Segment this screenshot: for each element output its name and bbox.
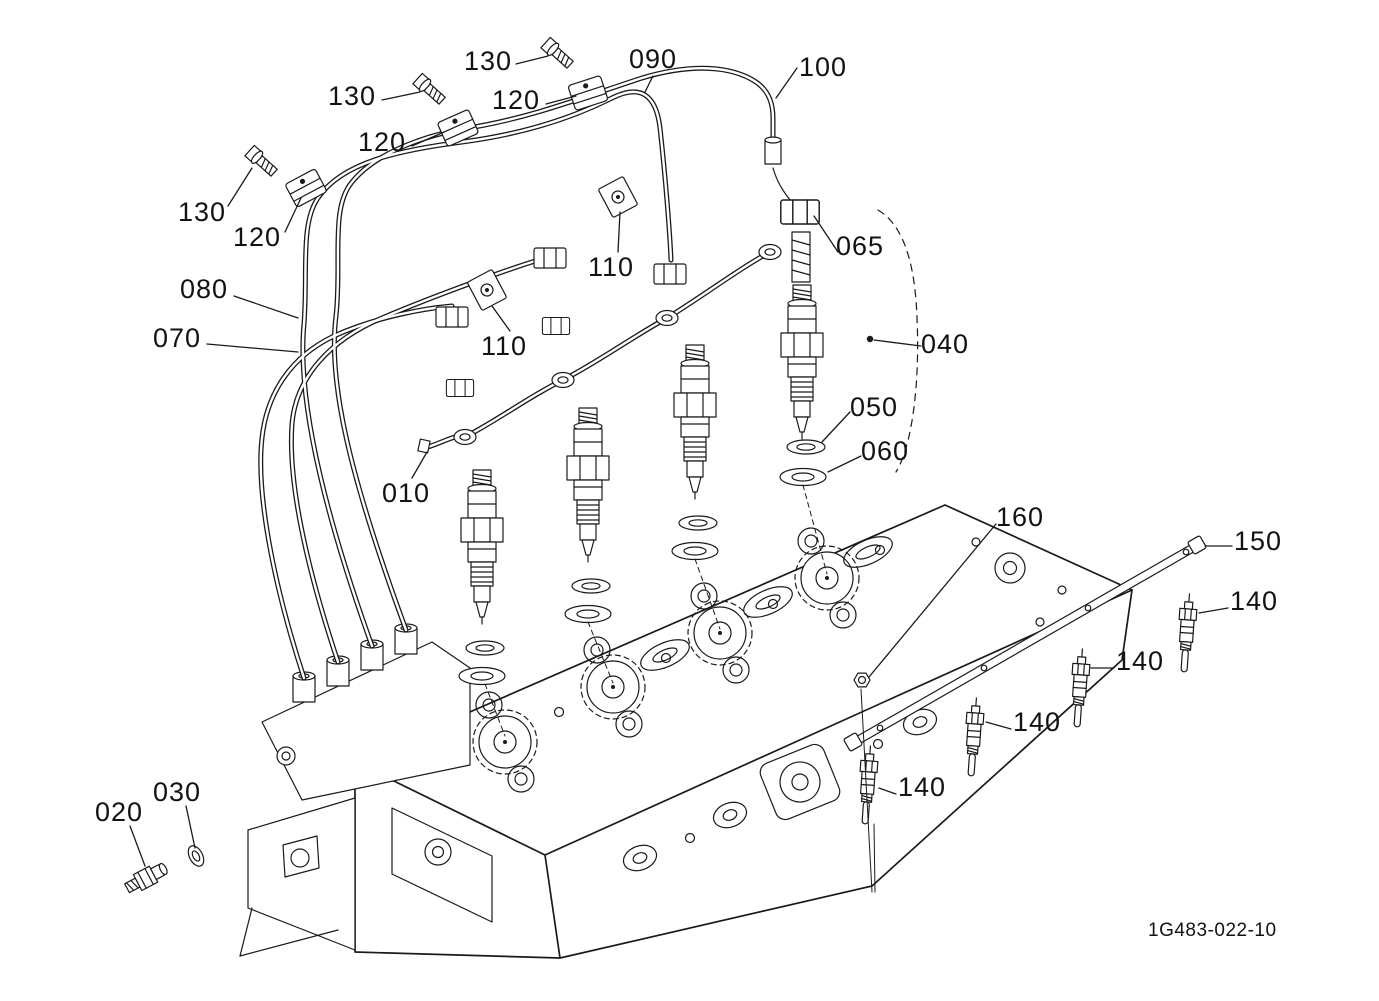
line-nut-2 — [533, 247, 567, 269]
fuel-injection-pipes — [258, 65, 798, 681]
head-left-panel — [391, 807, 493, 923]
callout-140-4: 140 — [1230, 586, 1279, 616]
callout-100: 100 — [799, 52, 848, 82]
line-nut-1 — [435, 306, 469, 328]
bolt-130-mid — [411, 72, 448, 107]
injector-assemblies — [435, 199, 828, 737]
head-bracket — [759, 743, 841, 821]
pipe-100-end-fitting — [764, 139, 782, 165]
glow-plug-4 — [1174, 592, 1199, 674]
callout-110-a: 110 — [481, 331, 528, 361]
injector-2 — [566, 407, 610, 563]
callout-040: 040 — [921, 329, 970, 359]
callout-050: 050 — [850, 392, 899, 422]
terminal-nut — [853, 672, 871, 688]
glow-plug-connector-bar — [843, 535, 1207, 752]
cylinder-head — [239, 504, 1133, 959]
drawing-number: 1G483-022-10 — [1148, 920, 1277, 941]
washer-030 — [187, 845, 205, 867]
injector-4-thread — [791, 231, 811, 283]
callout-140-2: 140 — [1013, 707, 1062, 737]
callout-010: 010 — [382, 478, 431, 508]
rocker-openings — [640, 536, 893, 671]
bolt-130-top — [539, 36, 576, 71]
callout-110-b: 110 — [588, 252, 635, 282]
callout-120-a: 120 — [233, 222, 282, 252]
head-right-end — [971, 537, 1067, 627]
callout-090: 090 — [629, 44, 678, 74]
plate-110-b — [597, 175, 639, 219]
callout-140-3: 140 — [1116, 646, 1165, 676]
callout-140-1: 140 — [898, 772, 947, 802]
injector-bores — [472, 545, 860, 775]
callout-120-c: 120 — [492, 85, 541, 115]
callout-130-left: 130 — [178, 197, 227, 227]
callout-130-top: 130 — [464, 46, 513, 76]
assembly-040-bracket — [877, 209, 919, 473]
callout-130-mid: 130 — [328, 81, 377, 111]
fuel-leak-off-pipe — [417, 243, 782, 454]
injector-4 — [780, 284, 824, 440]
callout-070: 070 — [153, 323, 202, 353]
terminal-wires — [860, 688, 876, 893]
head-ports — [622, 708, 938, 872]
washer-050 — [786, 439, 826, 455]
callout-080: 080 — [180, 274, 229, 304]
clamp-120-a — [284, 167, 328, 209]
callout-160: 160 — [996, 502, 1045, 532]
callout-065: 065 — [836, 231, 885, 261]
line-nut-3 — [653, 263, 687, 285]
injector-3 — [673, 344, 717, 500]
nut-065 — [780, 199, 820, 225]
callout-150: 150 — [1234, 526, 1283, 556]
injection-pump-cluster — [261, 623, 471, 801]
callout-060: 060 — [861, 436, 910, 466]
bolt-130-left — [243, 144, 280, 179]
leader-lines — [129, 55, 1233, 867]
callout-120-b: 120 — [358, 127, 407, 157]
valve-bosses — [475, 527, 886, 793]
joint-020 — [124, 862, 168, 894]
mounting-foot — [239, 797, 356, 957]
injector-1 — [460, 469, 504, 625]
heat-shield-060 — [779, 467, 827, 487]
callout-020: 020 — [95, 797, 144, 827]
callout-030: 030 — [153, 777, 202, 807]
plate-110-a — [466, 268, 508, 312]
pipe-080 — [288, 254, 552, 665]
